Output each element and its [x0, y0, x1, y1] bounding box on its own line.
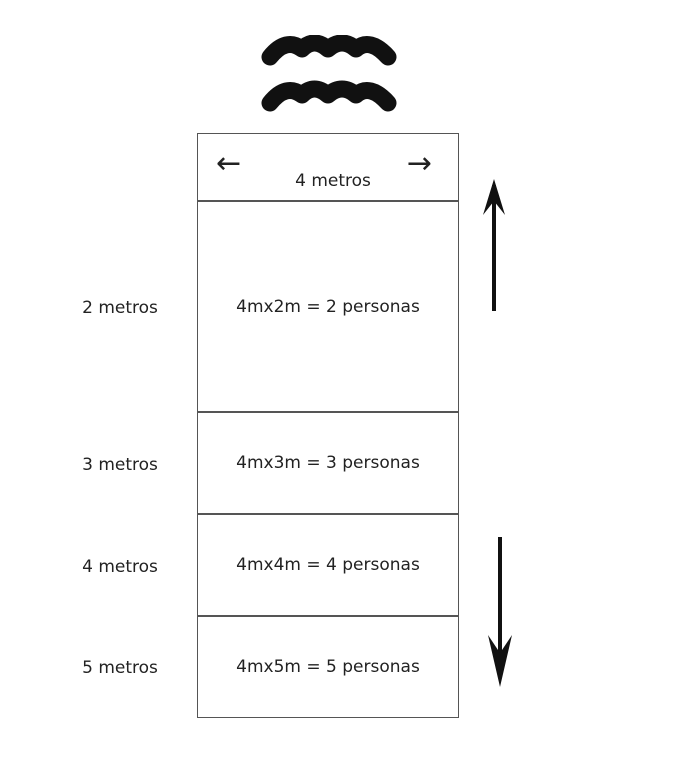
arrow-right-icon: →	[406, 146, 432, 181]
zone-label: 4mx3m = 3 personas	[236, 453, 420, 473]
water-waves-icon	[261, 35, 397, 112]
side-label: 3 metros	[82, 455, 158, 475]
zone-label: 4mx4m = 4 personas	[236, 555, 420, 575]
zone-label: 4mx2m = 2 personas	[236, 296, 420, 317]
zone-row: 4mx4m = 4 personas	[197, 513, 459, 617]
zone-label: 4mx5m = 5 personas	[236, 656, 420, 677]
side-label: 4 metros	[82, 557, 158, 577]
side-label: 2 metros	[82, 298, 158, 318]
width-label: 4 metros	[295, 170, 371, 191]
zone-row: 4mx2m = 2 personas	[197, 200, 459, 413]
arrow-down-icon	[488, 537, 512, 687]
zone-row: 4mx5m = 5 personas	[197, 615, 459, 718]
width-row: ← → 4 metros	[197, 133, 459, 202]
side-label: 5 metros	[82, 658, 158, 678]
arrow-left-icon: ←	[216, 146, 242, 181]
arrow-up-icon	[483, 179, 505, 311]
zone-row: 4mx3m = 3 personas	[197, 411, 459, 515]
